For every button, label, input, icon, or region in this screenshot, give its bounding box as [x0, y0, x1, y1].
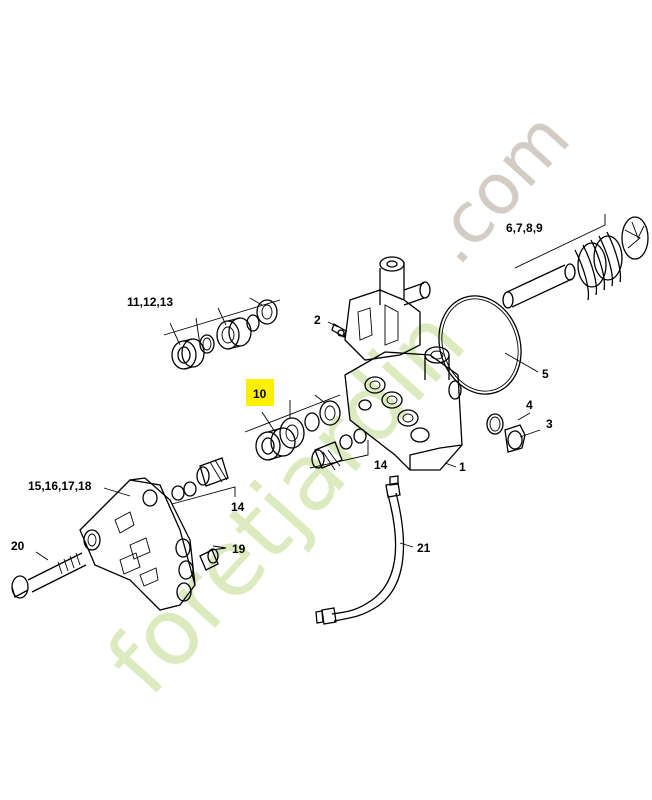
part-labels: 1 2 3 4 5 6,7,8,9 10 11,12,13 14 14 15,1…	[11, 221, 553, 556]
manifold-cover	[79, 477, 196, 611]
label-21: 21	[417, 541, 431, 555]
large-o-ring	[438, 295, 522, 395]
valve-group-left	[171, 457, 236, 505]
valve-group-right	[309, 428, 369, 471]
label-1: 1	[459, 460, 466, 474]
leader-lines	[35, 214, 606, 561]
plug-parts	[486, 413, 526, 453]
label-111213: 11,12,13	[127, 295, 173, 309]
large-o-ring-inner	[441, 298, 519, 392]
watermark-site: .com	[410, 97, 586, 280]
label-5: 5	[542, 367, 549, 381]
label-19: 19	[232, 542, 246, 556]
plunger-assembly	[502, 216, 649, 309]
long-bolt	[11, 552, 87, 599]
label-3: 3	[546, 417, 553, 431]
highlight-10	[246, 379, 274, 406]
bypass-pipe	[315, 475, 414, 625]
label-14-right: 14	[374, 458, 388, 472]
label-10: 10	[253, 387, 267, 401]
label-2: 2	[314, 313, 321, 327]
label-6789: 6,7,8,9	[506, 221, 543, 235]
seal-stack-upper	[163, 297, 281, 370]
label-4: 4	[526, 398, 533, 412]
label-15161718: 15,16,17,18	[28, 479, 92, 493]
fitting	[199, 547, 227, 571]
seal-stack-10	[244, 394, 341, 461]
pump-housing	[344, 256, 463, 471]
small-screw	[331, 323, 347, 338]
label-14-left: 14	[231, 500, 245, 514]
label-20: 20	[11, 539, 25, 553]
